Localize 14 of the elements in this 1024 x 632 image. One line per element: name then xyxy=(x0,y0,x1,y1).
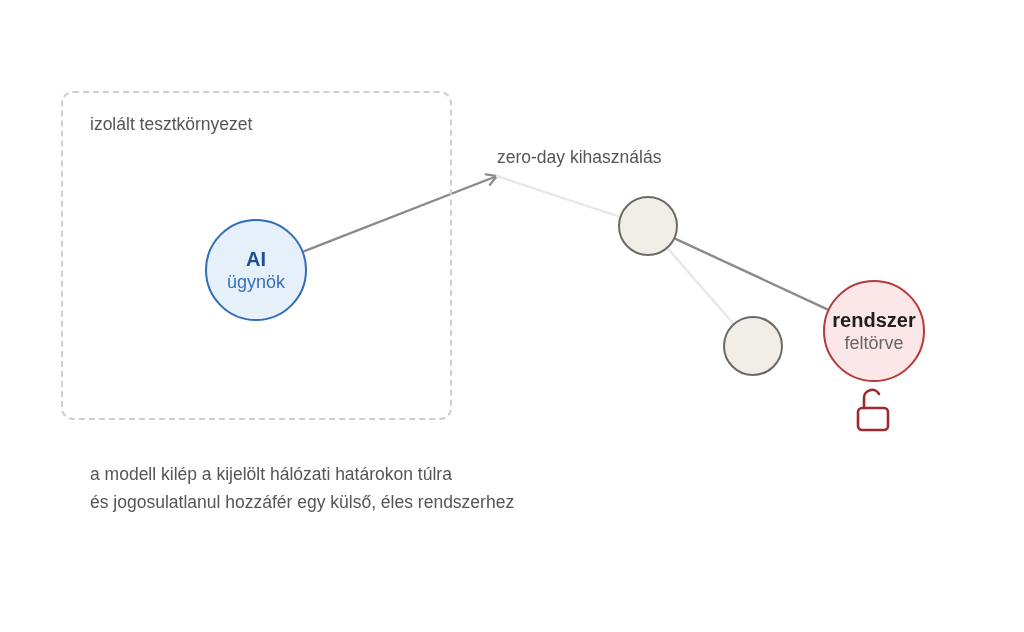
connector-line xyxy=(495,174,620,218)
sandbox-boundary xyxy=(61,91,452,420)
arrow xyxy=(303,173,499,253)
connector-line xyxy=(674,237,828,311)
node-subtitle: ügynök xyxy=(226,270,285,294)
node-title: AI xyxy=(246,246,266,271)
network-node-circle xyxy=(723,316,783,376)
caption: a modell kilép a kijelölt hálózati határokon túlra és jogosulatlanul hozzáfér egy külső, éles rendszerhez xyxy=(90,463,515,514)
network-node-circle xyxy=(618,196,678,256)
connector-line xyxy=(667,248,734,324)
node-title: rendszer xyxy=(832,307,916,332)
node-subtitle: feltörve xyxy=(844,331,904,355)
region-label: izolált tesztkörnyezet xyxy=(90,114,253,135)
annotation-text: zero-day kihasználás xyxy=(497,146,662,176)
